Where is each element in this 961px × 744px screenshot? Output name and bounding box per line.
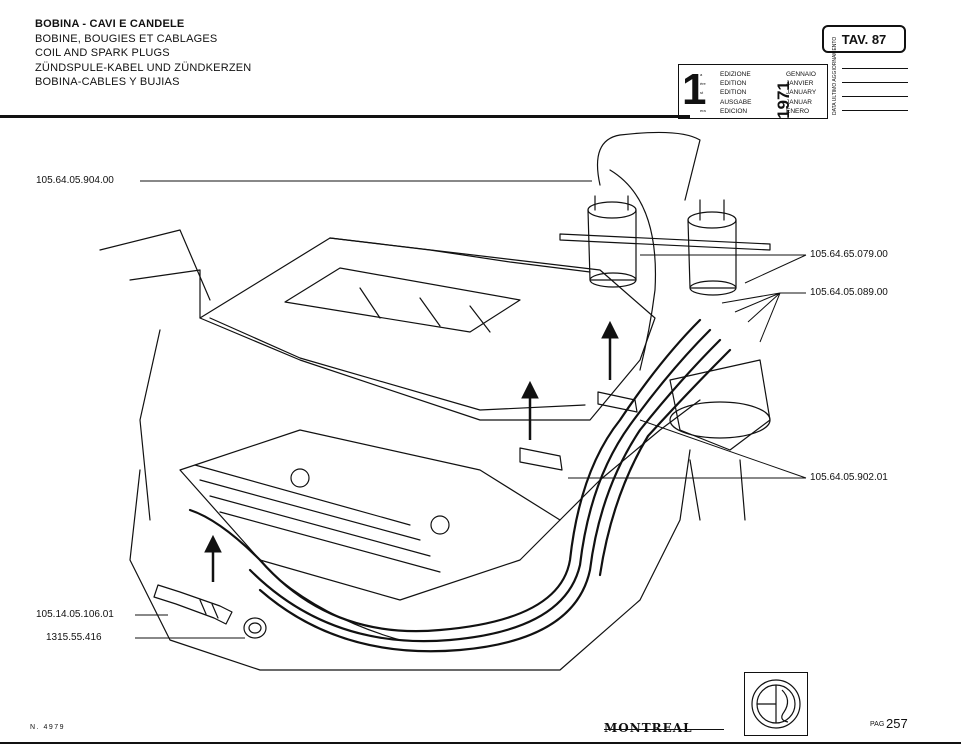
harness-bracket-rear: [597, 391, 638, 413]
month-it: GENNAIO: [786, 71, 816, 78]
edition-label-es: EDICION: [720, 107, 748, 115]
leader-p3: [721, 292, 806, 343]
part-number-spark-plug: 105.14.05.106.01: [36, 609, 114, 620]
title-french: BOBINE, BOUGIES ET CABLAGES: [35, 32, 218, 45]
update-line: [842, 68, 908, 69]
edition-stamp: 1 a ère st . era EDIZIONE EDITION EDITIO…: [678, 64, 828, 120]
page-prefix: PAG: [870, 721, 885, 728]
title-german: ZÜNDSPULE-KABEL UND ZÜNDKERZEN: [35, 61, 252, 74]
document-number: N. 4979: [30, 724, 66, 731]
footer-rule: [0, 742, 961, 744]
edition-labels: EDIZIONE EDITION EDITION AUSGABE EDICION: [720, 70, 751, 116]
ordinal-en: st: [700, 90, 704, 95]
edition-number: 1: [682, 65, 707, 114]
edition-box: [678, 64, 828, 119]
ordinal-fr: ère: [700, 81, 706, 86]
edition-label-it: EDIZIONE: [720, 71, 751, 78]
part-number-coil-lead: 105.64.05.904.00: [36, 175, 114, 186]
page-number: 257: [886, 716, 908, 731]
month-de: JANUAR: [786, 98, 813, 106]
valve-cover: [179, 429, 561, 601]
leader-p4: [568, 419, 807, 479]
alfa-romeo-logo: [751, 679, 801, 729]
brand-name: MONTREAL: [604, 721, 693, 735]
part-number-ignition-coil: 105.64.65.079.00: [810, 249, 888, 260]
ordinal-es: era: [700, 108, 706, 113]
ignition-coil-left: [587, 195, 637, 288]
spark-plug-wires: [188, 318, 732, 653]
table-reference: TAV. 87: [841, 31, 887, 47]
coil-ht-lead: [596, 131, 701, 201]
distributor: [669, 359, 771, 451]
table-reference-box: TAV. 87: [822, 25, 906, 53]
month-fr: JANVIER: [786, 80, 814, 88]
update-line: [842, 110, 908, 111]
title-italian: BOBINA - CAVI E CANDELE: [35, 18, 185, 30]
ordinal-de: .: [700, 99, 702, 104]
update-line: [842, 96, 908, 97]
ignition-coil-right: [687, 199, 737, 296]
update-lines: [842, 68, 908, 118]
edition-label-en: EDITION: [720, 89, 747, 97]
logo-frame: [744, 672, 808, 736]
ordinal-it: a: [700, 72, 703, 77]
update-line: [842, 82, 908, 83]
edition-label-fr: EDITION: [720, 80, 747, 88]
spark-plug-washer: [243, 617, 267, 639]
leader-p2: [640, 254, 807, 284]
brand-underline: [604, 729, 724, 730]
part-number-lead-bracket: 105.64.05.902.01: [810, 472, 888, 483]
edition-label-de: AUSGABE: [720, 98, 752, 106]
title-english: COIL AND SPARK PLUGS: [35, 47, 170, 60]
intake-plenum: [199, 237, 656, 421]
harness-bracket-front: [519, 447, 563, 471]
month-en: JANUARY: [786, 89, 817, 97]
page-title-block: BOBINA - CAVI E CANDELE BOBINE, BOUGIES …: [35, 17, 251, 90]
edition-months: GENNAIO JANVIER JANUARY JANUAR ENERO: [786, 70, 816, 116]
edition-ordinals: a ère st . era: [700, 70, 706, 115]
title-spanish: BOBINA-CABLES Y BUJIAS: [35, 76, 180, 89]
part-number-plug-leads: 105.64.05.089.00: [810, 287, 888, 298]
month-es: ENERO: [786, 107, 810, 115]
part-number-washer: 1315.55.416: [46, 632, 102, 643]
spark-plug: [153, 584, 233, 625]
header-rule: [0, 115, 690, 118]
